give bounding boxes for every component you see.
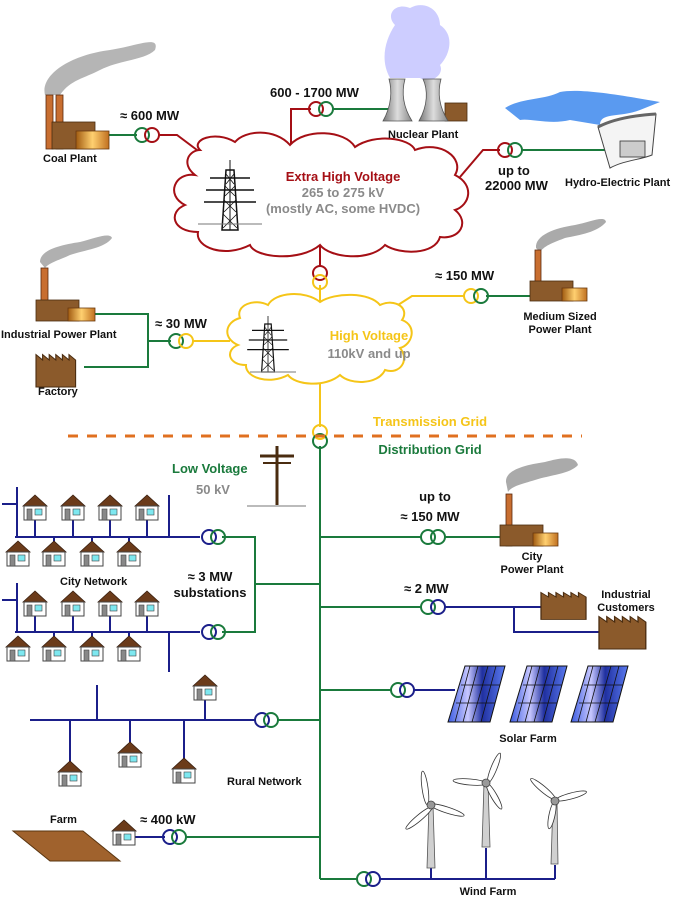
industrial-power-plant-label: Industrial Power Plant	[1, 329, 117, 341]
house-icon	[60, 494, 86, 521]
factory-label: Factory	[38, 386, 79, 398]
house-icon	[97, 494, 123, 521]
industrial-power-label: ≈ 30 MW	[155, 316, 208, 331]
house-icon	[134, 590, 160, 617]
low-voltage-range: 50 kV	[196, 482, 230, 497]
house-icon	[79, 540, 105, 567]
house-icon	[41, 635, 67, 662]
nuclear-plant-label: Nuclear Plant	[388, 129, 459, 141]
wind-turbines	[405, 752, 587, 869]
house-icon	[5, 635, 31, 662]
wind-turbine-icon	[452, 752, 503, 848]
farm-field-icon	[11, 830, 122, 862]
city-plant-label-1: City	[522, 551, 544, 563]
house-icon	[5, 540, 31, 567]
extra-high-voltage-cloud	[173, 131, 470, 258]
house-icon	[111, 819, 137, 846]
distribution-grid-label: Distribution Grid	[378, 442, 481, 457]
house-icon	[192, 674, 218, 701]
house-icon	[97, 590, 123, 617]
solar-panels	[447, 665, 629, 723]
high-voltage-cloud	[226, 293, 413, 385]
hydro-power-line2: 22000 MW	[485, 178, 549, 193]
house-icon	[60, 590, 86, 617]
wires	[2, 108, 620, 880]
transformer-city-plant	[420, 529, 446, 545]
transmission-grid-label: Transmission Grid	[373, 414, 487, 429]
industrial-customers-power-label: ≈ 2 MW	[404, 581, 449, 596]
ehv-range: 265 to 275 kV	[302, 185, 385, 200]
hydro-power-line1: up to	[498, 163, 530, 178]
house-icon	[22, 590, 48, 617]
solar-panel-icon	[570, 665, 629, 723]
industrial-power-plant-icon	[35, 235, 112, 322]
city-substation-power-line2: substations	[174, 585, 247, 600]
house-icon	[41, 540, 67, 567]
utility-pole-icon	[247, 446, 306, 507]
house-icon	[57, 760, 83, 787]
hydro-plant-label: Hydro-Electric Plant	[565, 177, 670, 189]
transformer-transmission-distribution	[312, 424, 328, 449]
city-network-label: City Network	[60, 576, 128, 588]
transformer-hydro	[497, 142, 523, 158]
transformer-nuclear	[308, 101, 334, 117]
medium-plant-icon	[529, 218, 606, 302]
house-icon	[116, 540, 142, 567]
transformers	[134, 101, 523, 887]
house-icon	[171, 757, 197, 784]
industrial-customers-icon-1	[540, 591, 587, 621]
industrial-customers-icon-2	[598, 615, 647, 650]
transformer-rural	[254, 712, 279, 728]
solar-panel-icon	[447, 665, 506, 723]
transformer-medium-plant	[463, 288, 489, 304]
industrial-customers-label-1: Industrial	[601, 589, 651, 601]
medium-plant-power-label: ≈ 150 MW	[435, 268, 495, 283]
coal-plant-icon	[44, 42, 156, 150]
transformer-farm	[162, 829, 187, 845]
city-power-plant-icon	[499, 458, 578, 547]
city-substation-power-line1: ≈ 3 MW	[188, 569, 233, 584]
transformer-ehv-hv	[312, 265, 328, 290]
hv-title: High Voltage	[330, 328, 408, 343]
low-voltage-title: Low Voltage	[172, 461, 248, 476]
transformer-industrial	[168, 333, 194, 349]
transformer-city-substation-1	[201, 529, 226, 545]
wind-turbine-icon	[530, 778, 587, 865]
farm-label: Farm	[50, 814, 77, 826]
rural-network-label: Rural Network	[227, 776, 302, 788]
factory-icon	[35, 354, 77, 388]
farm-power-label: ≈ 400 kW	[140, 812, 196, 827]
city-plant-power-line2: ≈ 150 MW	[400, 509, 460, 524]
solar-farm-label: Solar Farm	[499, 733, 557, 745]
wind-farm-label: Wind Farm	[460, 886, 517, 897]
nuclear-plant-icon	[382, 5, 468, 122]
houses	[5, 494, 218, 846]
coal-plant-label: Coal Plant	[43, 153, 97, 165]
hv-range: 110kV and up	[327, 346, 410, 361]
solar-panel-icon	[509, 665, 568, 723]
house-icon	[117, 741, 143, 768]
transformer-wind	[356, 871, 381, 887]
ehv-title: Extra High Voltage	[286, 169, 401, 184]
nuclear-power-label: 600 - 1700 MW	[270, 85, 360, 100]
house-icon	[79, 635, 105, 662]
house-icon	[116, 635, 142, 662]
transformer-coal	[134, 127, 160, 143]
house-icon	[22, 494, 48, 521]
industrial-customers-label-2: Customers	[597, 602, 654, 614]
city-plant-power-line1: up to	[419, 489, 451, 504]
ehv-note: (mostly AC, some HVDC)	[266, 201, 420, 216]
coal-power-label: ≈ 600 MW	[120, 108, 180, 123]
medium-plant-label-2: Power Plant	[529, 324, 592, 336]
hydro-plant-icon	[505, 90, 660, 169]
transformer-city-substation-2	[201, 624, 226, 640]
wind-turbine-icon	[405, 770, 465, 869]
transformer-industrial-customers	[420, 599, 446, 615]
city-plant-label-2: Power Plant	[501, 564, 564, 576]
house-icon	[134, 494, 160, 521]
medium-plant-label-1: Medium Sized	[523, 311, 596, 323]
transformer-solar	[390, 682, 415, 698]
